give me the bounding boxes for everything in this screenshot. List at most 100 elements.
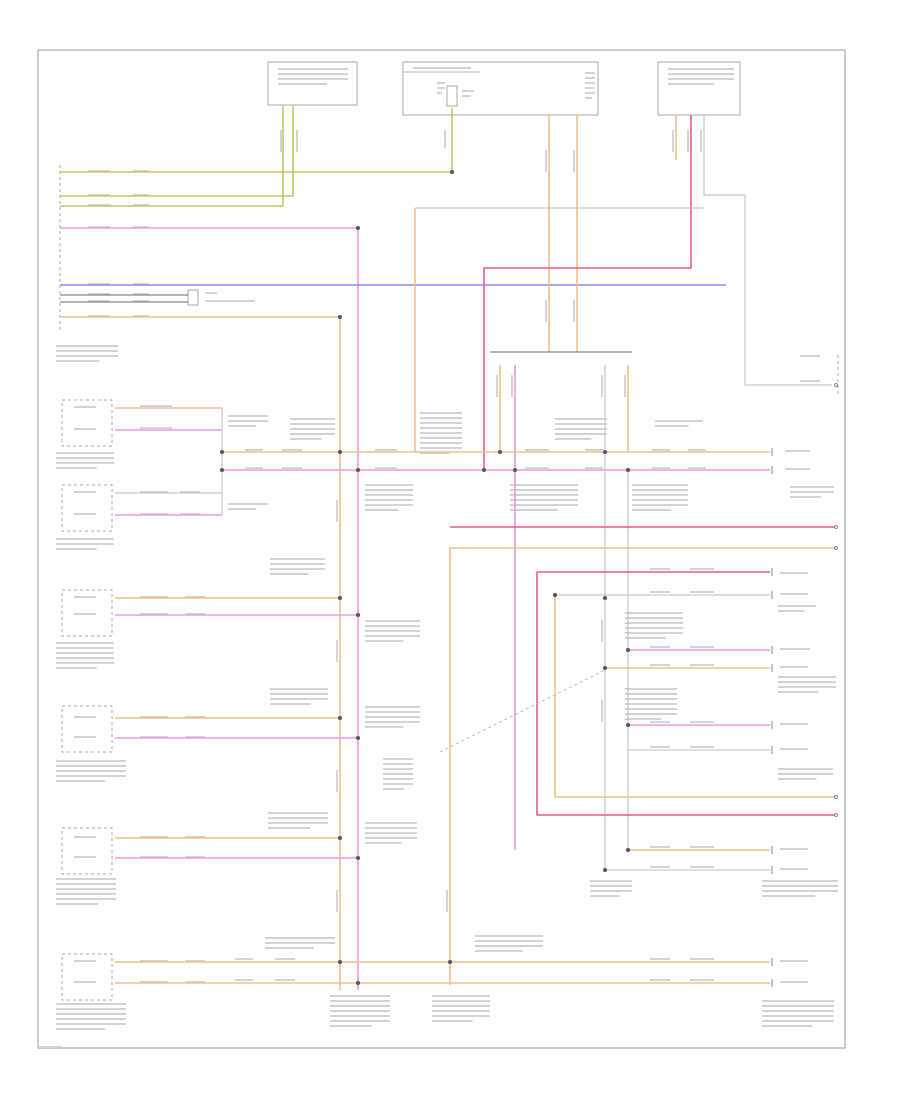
illegible-label: [437, 87, 445, 89]
illegible-label: [778, 605, 816, 607]
illegible-label: [268, 822, 328, 824]
illegible-label: [140, 491, 168, 493]
illegible-label: [555, 418, 607, 420]
illegible-label: [245, 467, 263, 469]
illegible-label: [780, 848, 808, 850]
component-box: [61, 484, 113, 532]
illegible-label: [88, 300, 110, 302]
illegible-label: [420, 422, 462, 424]
illegible-label: [762, 885, 838, 887]
component-box: [187, 289, 199, 306]
illegible-label: [336, 500, 338, 522]
illegible-label: [56, 1018, 126, 1020]
illegible-label: [625, 637, 666, 639]
illegible-label: [56, 548, 97, 550]
illegible-label: [290, 433, 335, 435]
illegible-label: [585, 449, 603, 451]
illegible-label: [624, 375, 626, 397]
illegible-label: [650, 958, 670, 960]
illegible-label: [228, 425, 256, 427]
illegible-label: [762, 1005, 834, 1007]
illegible-label: [56, 657, 114, 659]
illegible-label: [270, 698, 328, 700]
illegible-label: [296, 130, 298, 152]
illegible-label: [74, 856, 96, 858]
splice-dot: [513, 468, 517, 472]
illegible-label: [88, 293, 110, 295]
splice-dot: [220, 468, 224, 472]
illegible-label: [185, 613, 205, 615]
illegible-label: [625, 688, 677, 690]
label-layer: [38, 67, 838, 1048]
illegible-label: [790, 496, 821, 498]
illegible-label: [778, 686, 836, 688]
illegible-label: [420, 417, 462, 419]
illegible-label: [585, 72, 595, 74]
illegible-label: [790, 491, 834, 493]
illegible-label: [652, 467, 670, 469]
component-layer: [59, 61, 839, 1001]
illegible-label: [290, 423, 335, 425]
illegible-label: [778, 610, 805, 612]
illegible-label: [185, 716, 205, 718]
illegible-label: [585, 82, 595, 84]
wire: [554, 595, 835, 798]
illegible-label: [365, 620, 420, 622]
illegible-label: [432, 1015, 490, 1017]
illegible-label: [330, 1005, 390, 1007]
splice-dot: [482, 468, 486, 472]
illegible-label: [462, 95, 471, 97]
illegible-label: [690, 746, 714, 748]
illegible-label: [56, 1013, 126, 1015]
illegible-label: [228, 503, 268, 505]
illegible-label: [632, 509, 672, 511]
splice-dot: [356, 856, 360, 860]
illegible-label: [555, 438, 592, 440]
wire: [703, 115, 832, 386]
splice-dot: [338, 315, 342, 319]
illegible-label: [265, 937, 335, 939]
connector-pin: [834, 546, 838, 550]
illegible-label: [383, 768, 413, 770]
component-box: [267, 61, 358, 106]
wire-layer: [60, 105, 835, 990]
illegible-label: [625, 617, 683, 619]
component-box: [657, 61, 741, 116]
illegible-label: [375, 449, 397, 451]
illegible-label: [275, 979, 295, 981]
illegible-label: [74, 596, 96, 598]
component-box: [61, 589, 113, 637]
illegible-label: [601, 620, 603, 642]
illegible-label: [74, 513, 96, 515]
illegible-label: [56, 467, 97, 469]
splice-dot: [603, 868, 607, 872]
illegible-label: [56, 543, 114, 545]
illegible-label: [336, 770, 338, 792]
illegible-label: [56, 898, 116, 900]
illegible-label: [56, 878, 116, 880]
illegible-label: [446, 890, 448, 912]
component-box: [446, 85, 458, 107]
illegible-label: [140, 836, 168, 838]
illegible-label: [74, 613, 96, 615]
illegible-label: [650, 721, 670, 723]
illegible-label: [525, 467, 549, 469]
wire: [483, 115, 692, 470]
illegible-label: [245, 449, 263, 451]
illegible-label: [525, 449, 549, 451]
illegible-label: [278, 78, 348, 80]
illegible-label: [365, 832, 417, 834]
illegible-label: [140, 856, 168, 858]
illegible-label: [56, 538, 114, 540]
illegible-label: [88, 283, 110, 285]
illegible-label: [668, 73, 734, 75]
splice-dot: [338, 960, 342, 964]
illegible-label: [420, 432, 462, 434]
splice-dot: [553, 593, 557, 597]
illegible-label: [180, 491, 200, 493]
illegible-label: [140, 716, 168, 718]
illegible-label: [496, 375, 498, 397]
illegible-label: [672, 130, 674, 152]
illegible-label: [545, 300, 547, 322]
